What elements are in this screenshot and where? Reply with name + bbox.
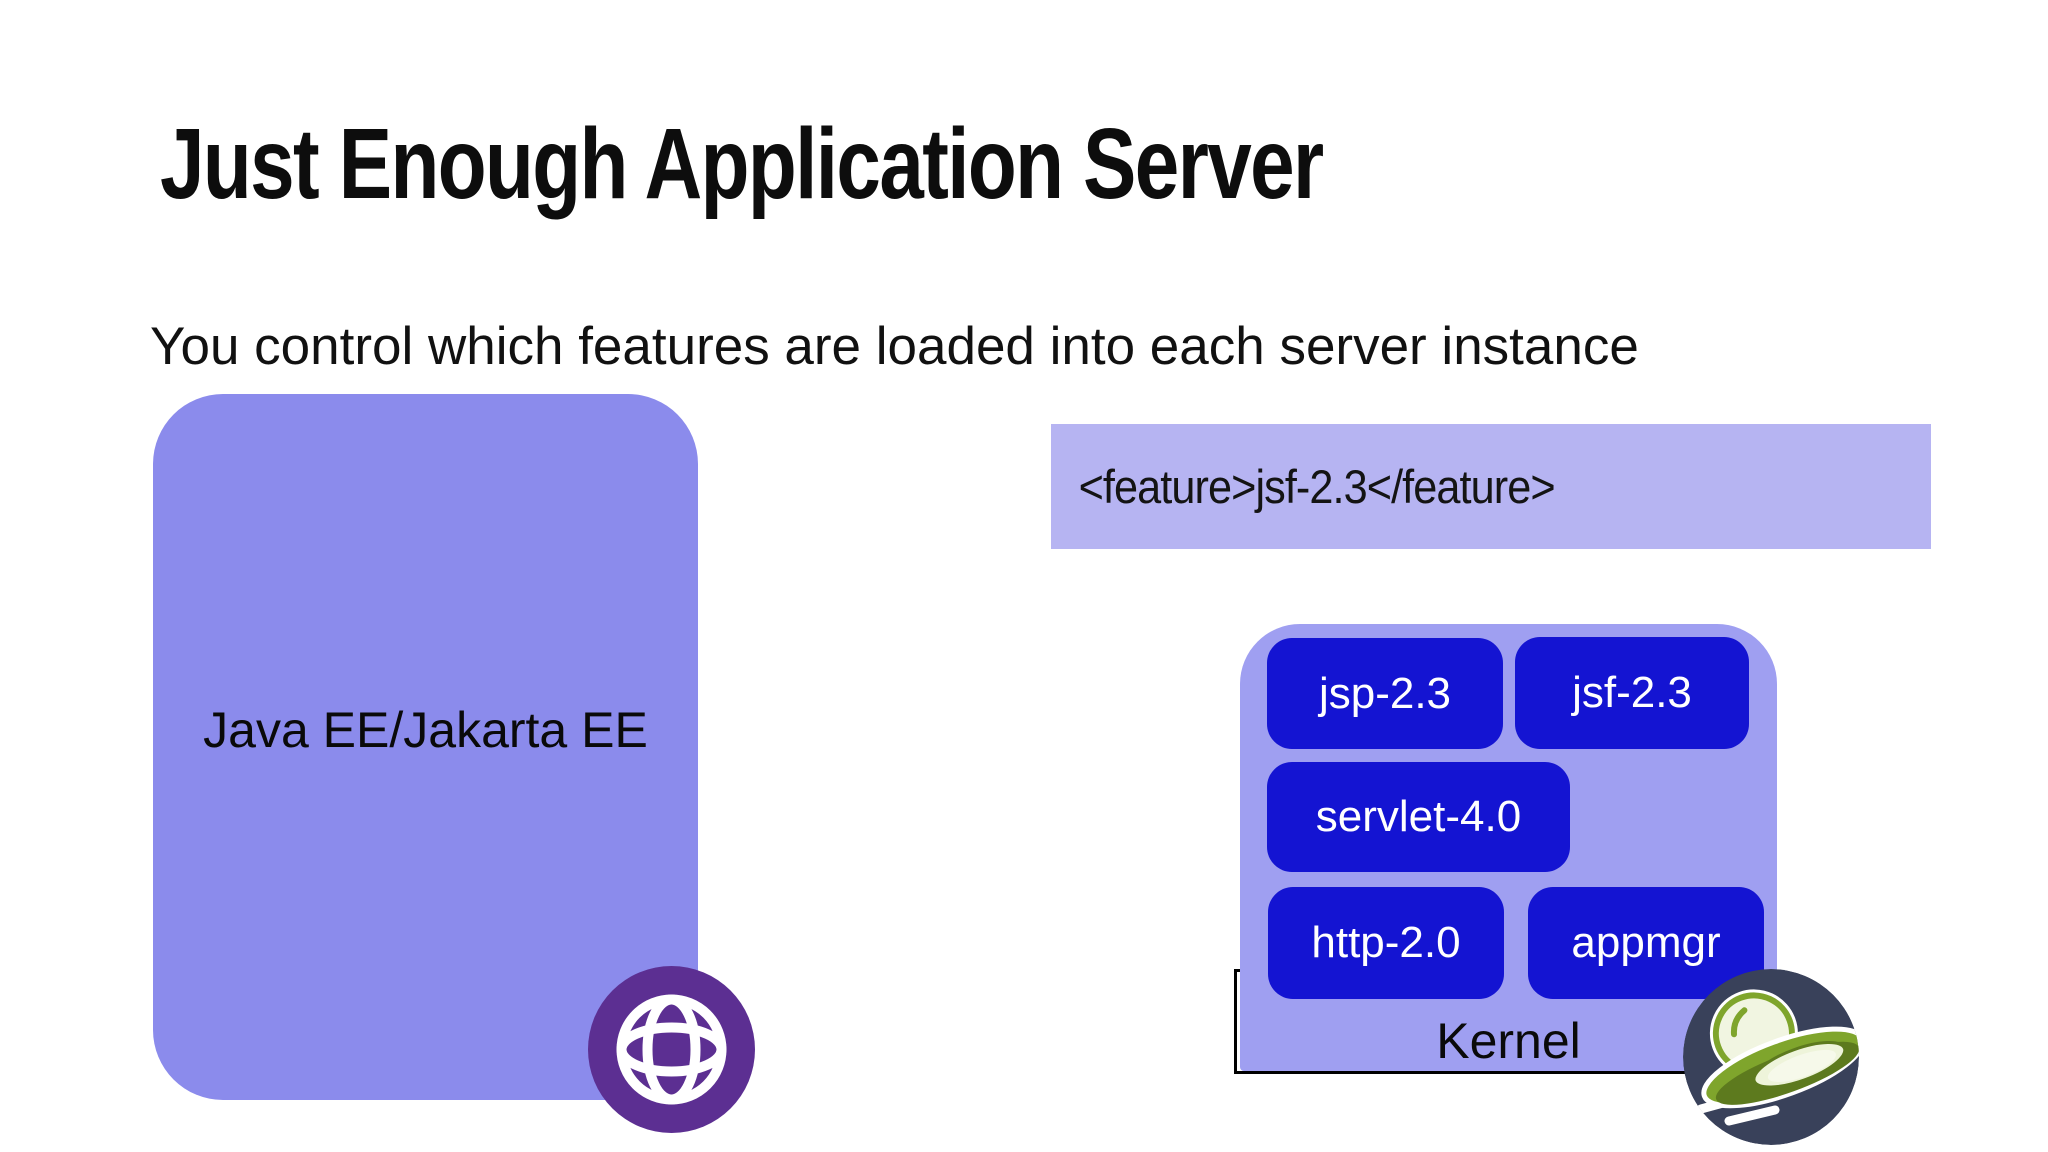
feature-tile-label: jsf-2.3 [1572,668,1692,717]
globe-icon [588,966,755,1133]
feature-tile-label: http-2.0 [1311,918,1461,967]
feature-tile-jsf: jsf-2.3 [1515,637,1749,749]
java-ee-box: Java EE/Jakarta EE [153,394,698,1100]
kernel-box: jsp-2.3 jsf-2.3 servlet-4.0 http-2.0 app… [1240,624,1777,1071]
feature-tile-label: appmgr [1571,918,1721,967]
kernel-label: Kernel [1436,1013,1581,1069]
feature-tile-label: jsp-2.3 [1318,668,1452,718]
feature-tile-label: servlet-4.0 [1315,792,1522,841]
feature-tile-servlet: servlet-4.0 [1267,762,1570,872]
feature-tile-jsp: jsp-2.3 [1267,638,1503,749]
open-liberty-ufo-logo-icon [1683,969,1859,1145]
feature-config-banner: <feature>jsf-2.3</feature> [1051,424,1931,549]
java-ee-box-label: Java EE/Jakarta EE [203,702,648,758]
page-title: Just Enough Application Server [160,108,1324,220]
feature-tile-http: http-2.0 [1268,887,1504,999]
feature-config-code: <feature>jsf-2.3</feature> [1078,460,1556,513]
subtitle: You control which features are loaded in… [150,317,1639,376]
feature-tile-appmgr: appmgr [1528,887,1764,999]
